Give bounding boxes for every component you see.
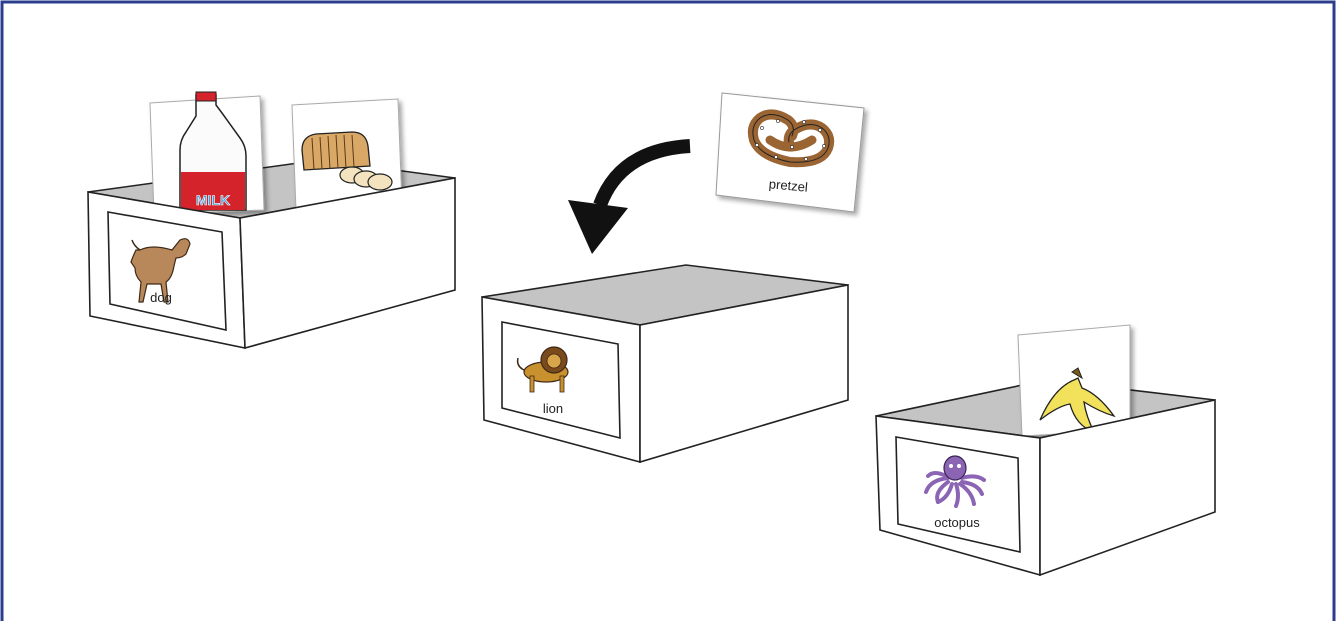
box-dog: MILK dog [88, 92, 455, 348]
curved-arrow-icon [568, 146, 690, 254]
box-lion: lion [482, 265, 848, 462]
box-octopus: octopus [876, 325, 1215, 575]
box-dog-label: dog [150, 290, 172, 305]
box-octopus-label: octopus [934, 515, 980, 530]
milk-label: MILK [196, 192, 230, 208]
box-lion-label: lion [543, 401, 563, 416]
pretzel-card: pretzel [716, 93, 864, 212]
